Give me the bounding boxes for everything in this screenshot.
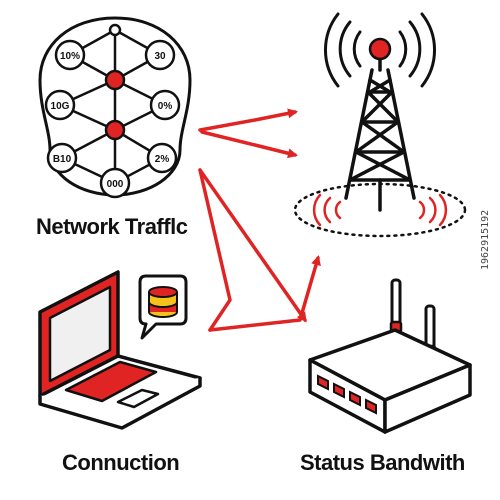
- status-bandwidth-label: Status Bandwith: [300, 450, 465, 475]
- status-light: [365, 398, 377, 415]
- chat-bubble-icon: [138, 274, 188, 340]
- network-node: 30: [144, 39, 176, 71]
- network-node-label: 10G: [51, 101, 70, 112]
- network-node-label: 10%: [60, 51, 80, 62]
- network-node: 0%: [149, 89, 181, 121]
- network-node-label: B10: [53, 154, 72, 165]
- network-node-label: 000: [107, 179, 124, 190]
- trackpad: [116, 388, 160, 409]
- router-icon: [308, 278, 472, 434]
- image-id-text: 1962915192: [480, 209, 491, 270]
- arrow-to-tower-lower: [200, 130, 298, 159]
- network-node: 2%: [146, 142, 178, 174]
- database-icon: [148, 286, 178, 318]
- network-node: 10G: [44, 89, 76, 121]
- network-node-label: 2%: [155, 154, 170, 165]
- network-node: [108, 23, 122, 37]
- network-graph-icon: 10% 30 10G 0% B10 2% 000: [38, 16, 192, 199]
- arrow-to-router: [198, 168, 307, 323]
- network-hub-node: [104, 119, 126, 141]
- network-node: 10%: [54, 39, 86, 71]
- keyboard-area: [64, 360, 158, 403]
- antenna: [389, 278, 403, 334]
- network-node-label: 30: [154, 51, 166, 62]
- network-node-label: 0%: [158, 101, 173, 112]
- network-node: 000: [99, 167, 131, 199]
- status-light: [317, 374, 329, 391]
- network-hub-node: [104, 69, 126, 91]
- arrow-connector-line: [198, 168, 232, 332]
- status-light: [349, 390, 361, 407]
- status-light: [333, 382, 345, 399]
- arrow-to-tower: [198, 108, 298, 132]
- laptop-screen: [48, 285, 112, 383]
- network-traffic-label: Network Trafflc: [36, 214, 188, 239]
- arrow-up-to-tower: [208, 255, 321, 332]
- laptop-icon: [38, 270, 202, 430]
- connection-label: Connuction: [62, 450, 180, 475]
- signal-waves-icon: [324, 12, 436, 88]
- radio-tower-icon: [293, 12, 467, 238]
- network-node: B10: [46, 142, 78, 174]
